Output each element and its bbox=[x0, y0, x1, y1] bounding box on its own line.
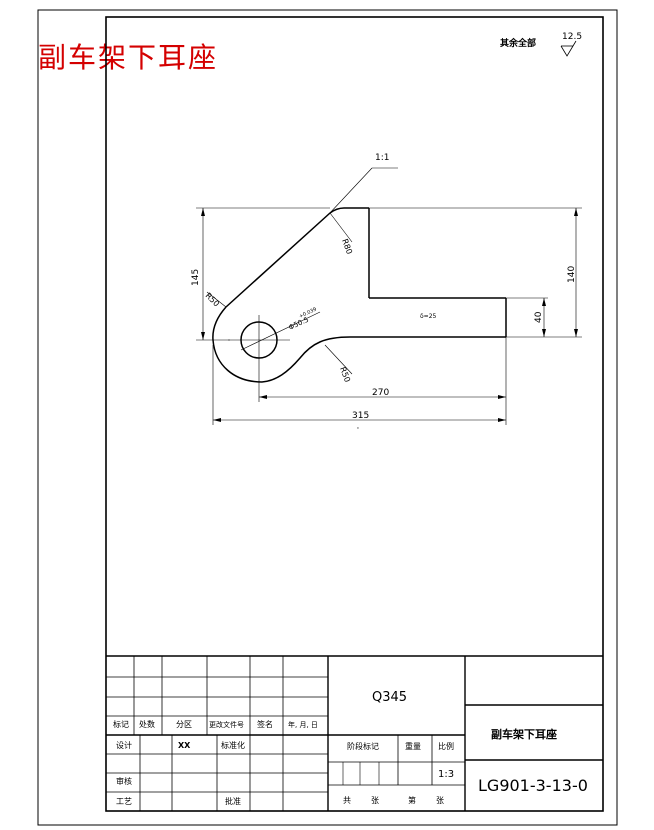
roughness-value: 12.5 bbox=[562, 32, 583, 42]
sheet-no-b: 张 bbox=[436, 796, 444, 805]
row-process: 工艺 bbox=[116, 797, 132, 806]
scale-value: 1:3 bbox=[438, 769, 454, 780]
hdr-sign: 签名 bbox=[257, 719, 273, 729]
dim-140: 140 bbox=[567, 266, 577, 283]
dim-145: 145 bbox=[191, 269, 201, 286]
plate-thickness: δ=25 bbox=[420, 313, 437, 320]
hdr-date: 年, 月, 日 bbox=[288, 720, 318, 729]
row-standardization: 标准化 bbox=[221, 740, 245, 750]
roughness-note: 其余全部 bbox=[500, 39, 537, 49]
row-check: 审核 bbox=[116, 776, 132, 786]
scale-label: 比例 bbox=[438, 741, 454, 751]
weight-label: 重量 bbox=[405, 741, 421, 751]
dim-40: 40 bbox=[534, 311, 544, 323]
sheet-total-b: 张 bbox=[371, 796, 379, 805]
dim-hole-diameter: Φ50.5 bbox=[287, 316, 310, 332]
dimension-arrows bbox=[201, 208, 578, 422]
row-approve: 批准 bbox=[225, 796, 241, 806]
hdr-change-doc: 更改文件号 bbox=[209, 720, 244, 729]
hdr-mark: 标记 bbox=[113, 719, 129, 729]
svg-text:': ' bbox=[357, 426, 359, 434]
sheet-total-a: 共 bbox=[343, 796, 351, 805]
part-outline bbox=[212, 207, 507, 383]
material: Q345 bbox=[372, 690, 407, 705]
outer-border bbox=[37, 9, 618, 826]
dimension-lines bbox=[196, 167, 582, 425]
hdr-count: 处数 bbox=[139, 719, 155, 729]
sheet-no-a: 第 bbox=[408, 795, 416, 805]
stage-mark-label: 阶段标记 bbox=[347, 741, 379, 751]
drawing-number: LG901-3-13-0 bbox=[478, 776, 588, 795]
center-lines bbox=[228, 315, 290, 366]
dim-r50-bottom: R50 bbox=[338, 366, 352, 384]
hdr-zone: 分区 bbox=[176, 720, 192, 729]
dim-270: 270 bbox=[372, 388, 389, 398]
dim-r80: R80 bbox=[340, 238, 354, 256]
part-name: 副车架下耳座 bbox=[491, 727, 557, 741]
title-block bbox=[106, 655, 603, 811]
dim-r50-top: R50 bbox=[204, 291, 222, 309]
designer-name: XX bbox=[178, 741, 191, 750]
row-design: 设计 bbox=[116, 740, 132, 750]
roughness-symbol-icon bbox=[560, 40, 577, 57]
dim-315: 315 bbox=[352, 411, 369, 421]
drawing-frame bbox=[105, 16, 604, 812]
scale-callout: 1:1 bbox=[375, 153, 389, 163]
part-title-red: 副车架下耳座 bbox=[38, 41, 219, 74]
